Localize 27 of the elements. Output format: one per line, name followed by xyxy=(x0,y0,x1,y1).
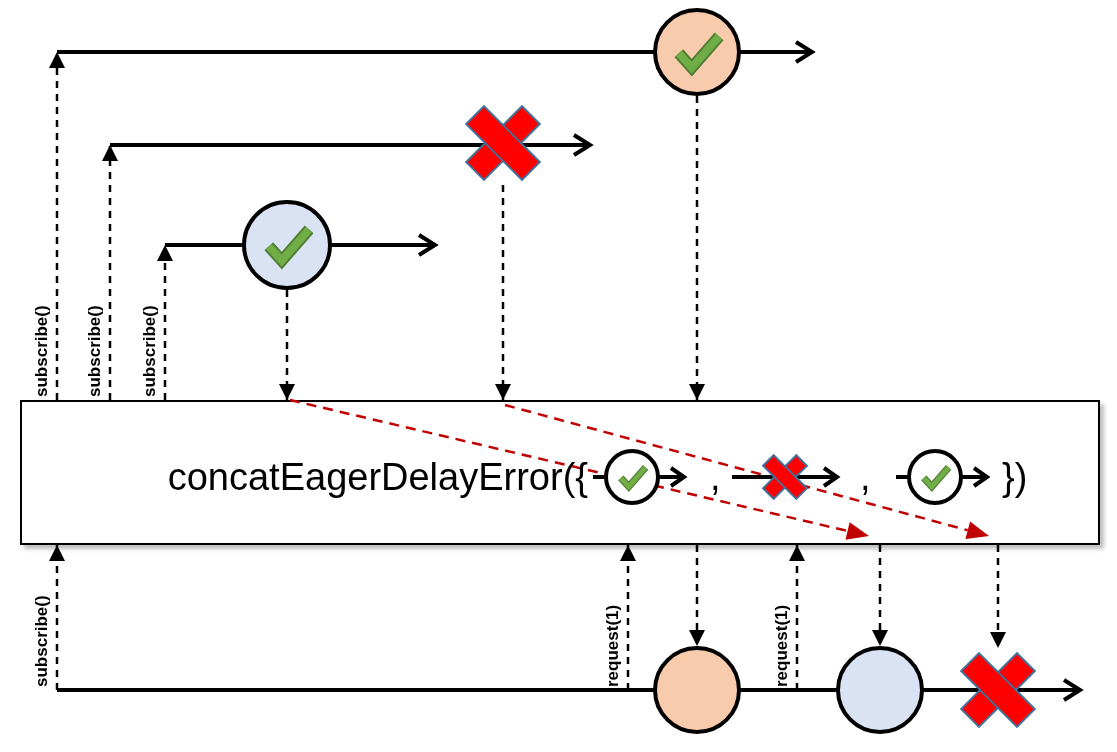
check-marble xyxy=(242,200,332,290)
marble xyxy=(653,646,741,734)
edge-label: request(1) xyxy=(773,604,790,687)
dashed-arrow xyxy=(872,545,888,646)
edge-label: subscribe() xyxy=(141,305,158,397)
edge-label: request(1) xyxy=(604,604,621,687)
dashed-arrow xyxy=(157,245,173,400)
dashed-arrow xyxy=(689,545,705,646)
edge-label: subscribe() xyxy=(33,305,50,397)
comma-separator: , xyxy=(710,458,722,496)
closing-brackets: }) xyxy=(1002,458,1029,496)
edge-label: subscribe() xyxy=(86,305,103,397)
dashed-arrow xyxy=(279,290,295,400)
comma-separator: , xyxy=(860,458,872,496)
operator-label: concatEagerDelayError({ xyxy=(166,458,588,496)
dashed-arrow xyxy=(689,96,705,400)
marble xyxy=(836,646,924,734)
dashed-arrow xyxy=(789,545,805,690)
dashed-arrow xyxy=(620,545,636,690)
edge-label: subscribe() xyxy=(33,595,50,687)
dashed-arrow xyxy=(49,52,65,400)
operator-box xyxy=(20,400,1100,545)
dashed-arrow xyxy=(49,545,65,690)
dashed-arrow xyxy=(102,145,118,400)
dashed-arrow xyxy=(495,185,511,400)
dashed-arrow xyxy=(990,545,1006,648)
check-marble xyxy=(653,8,741,96)
